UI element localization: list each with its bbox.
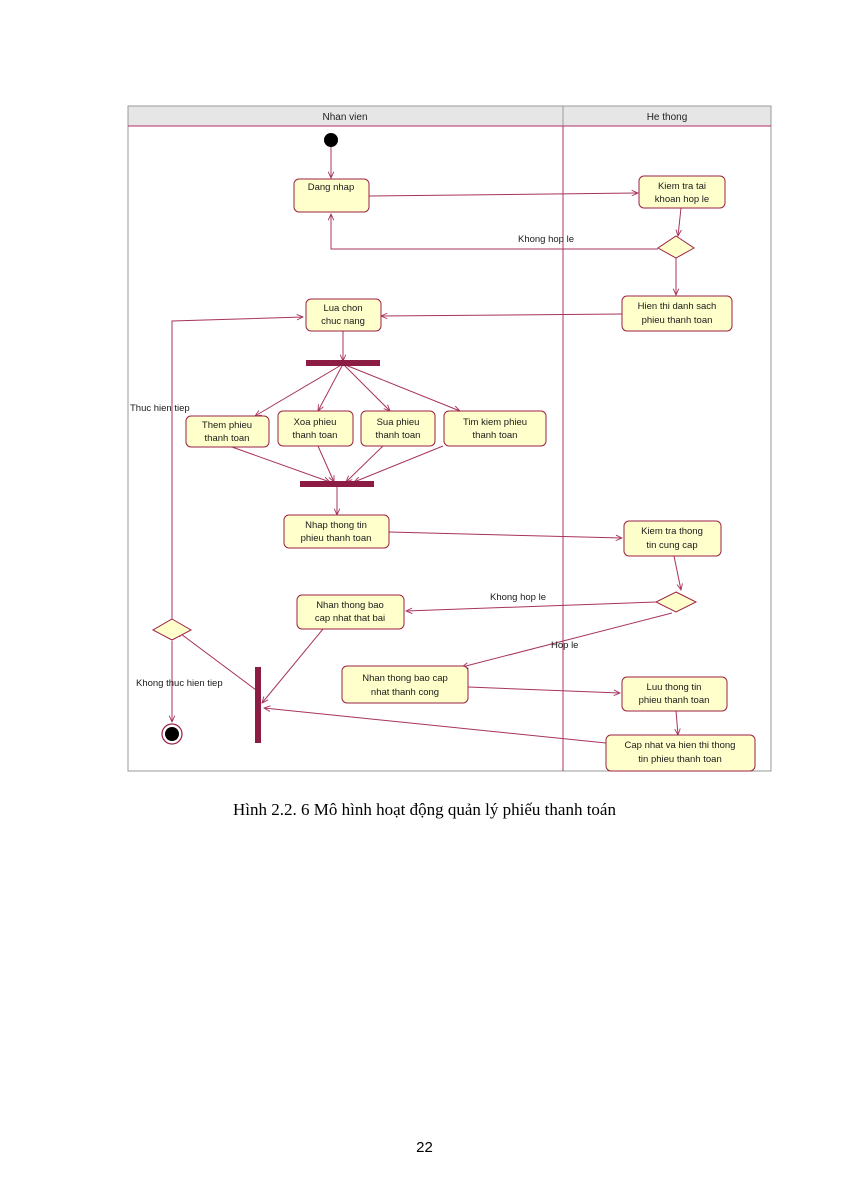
label-check-info-1: Kiem tra thong: [641, 526, 703, 537]
final-node-core: [165, 727, 179, 741]
node-fail-notice: [296, 594, 405, 630]
edge-save-update: [676, 710, 678, 735]
node-delete: [277, 410, 354, 447]
label-choose-function-1: Lua chon: [323, 303, 362, 314]
lane-title-nhan-vien: Nhan vien: [322, 112, 367, 123]
edge-search-join: [354, 445, 444, 482]
label-check-account-1: Kiem tra tai: [658, 181, 706, 192]
label-edit-1: Sua phieu: [377, 417, 420, 428]
node-update-show: [605, 734, 756, 772]
page-number: 22: [416, 1139, 433, 1156]
edge-check-decision1: [678, 207, 681, 236]
label-update-show-1: Cap nhat va hien thi thong: [625, 740, 736, 751]
label-save-info-2: phieu thanh toan: [639, 695, 710, 706]
node-choose-function: [305, 298, 382, 332]
node-success-notice: [341, 665, 469, 704]
edges: [171, 147, 681, 744]
edge-label-continue: Thuc hien tiep: [130, 403, 190, 414]
decision-account: [657, 235, 695, 259]
node-edit: [360, 410, 436, 447]
edge-check-decision2: [673, 555, 681, 590]
decision-info: [654, 591, 698, 613]
edge-continue: [171, 317, 303, 619]
edge-label-stop: Khong thuc hien tiep: [136, 678, 223, 689]
edge-edit-join: [346, 445, 384, 482]
label-success-notice-2: nhat thanh cong: [371, 687, 439, 698]
label-login: Dang nhap: [308, 182, 354, 193]
node-check-account: [638, 175, 726, 209]
label-save-info-1: Luu thong tin: [647, 682, 702, 693]
edge-fork-delete: [318, 363, 344, 411]
label-fail-notice-2: cap nhat that bai: [315, 613, 385, 624]
node-show-list: [621, 295, 733, 332]
edge-list-choose: [381, 314, 623, 316]
node-login: [293, 178, 370, 213]
label-fail-notice-1: Nhan thong bao: [316, 600, 384, 611]
label-check-info-2: tin cung cap: [646, 540, 697, 551]
sync-bar: [255, 667, 261, 743]
action-boxes: [185, 175, 756, 772]
join-bar: [300, 481, 374, 487]
edge-sync-decision3: [177, 631, 257, 691]
edge-fork-add: [255, 363, 344, 416]
edge-login-check: [368, 193, 638, 197]
edge-fail-sync: [262, 628, 324, 703]
activity-diagram: Nhan vien He thong: [127, 105, 772, 772]
edge-label-invalid-account: Khong hop le: [518, 234, 574, 245]
node-add: [185, 415, 270, 448]
lane-title-he-thong: He thong: [647, 112, 688, 123]
label-delete-2: thanh toan: [293, 430, 338, 441]
decision-continue: [151, 618, 193, 641]
label-edit-2: thanh toan: [376, 430, 421, 441]
label-add-1: Them phieu: [202, 420, 252, 431]
label-search-2: thanh toan: [473, 430, 518, 441]
edge-invalid-account: [331, 214, 658, 250]
initial-node: [324, 133, 338, 147]
edge-label-invalid-info: Khong hop le: [490, 592, 546, 603]
label-choose-function-2: chuc nang: [321, 316, 365, 327]
edge-fork-search: [342, 363, 460, 411]
label-show-list-2: phieu thanh toan: [642, 315, 713, 326]
edge-success-save: [467, 686, 620, 693]
edge-label-valid-info: Hop le: [551, 640, 578, 651]
node-search: [443, 410, 547, 447]
node-save-info: [621, 676, 728, 712]
label-show-list-1: Hien thi danh sach: [638, 301, 717, 312]
edge-invalid-info: [406, 601, 657, 611]
node-check-info: [623, 520, 722, 557]
edge-valid-info: [462, 612, 673, 667]
edge-add-join: [231, 446, 330, 482]
label-delete-1: Xoa phieu: [294, 417, 337, 428]
edge-update-sync: [264, 708, 607, 744]
label-search-1: Tim kiem phieu: [463, 417, 527, 428]
label-enter-info-1: Nhap thong tin: [305, 520, 367, 531]
label-success-notice-1: Nhan thong bao cap: [362, 673, 448, 684]
edge-fork-edit: [342, 363, 390, 411]
edge-enter-check: [388, 531, 622, 538]
label-add-2: thanh toan: [205, 433, 250, 444]
label-check-account-2: khoan hop le: [655, 194, 709, 205]
fork-bar: [306, 360, 380, 366]
label-update-show-2: tin phieu thanh toan: [638, 754, 721, 765]
node-enter-info: [283, 514, 390, 549]
label-enter-info-2: phieu thanh toan: [301, 533, 372, 544]
figure-caption: Hình 2.2. 6 Mô hình hoạt động quản lý ph…: [233, 800, 616, 819]
edge-delete-join: [317, 445, 335, 482]
